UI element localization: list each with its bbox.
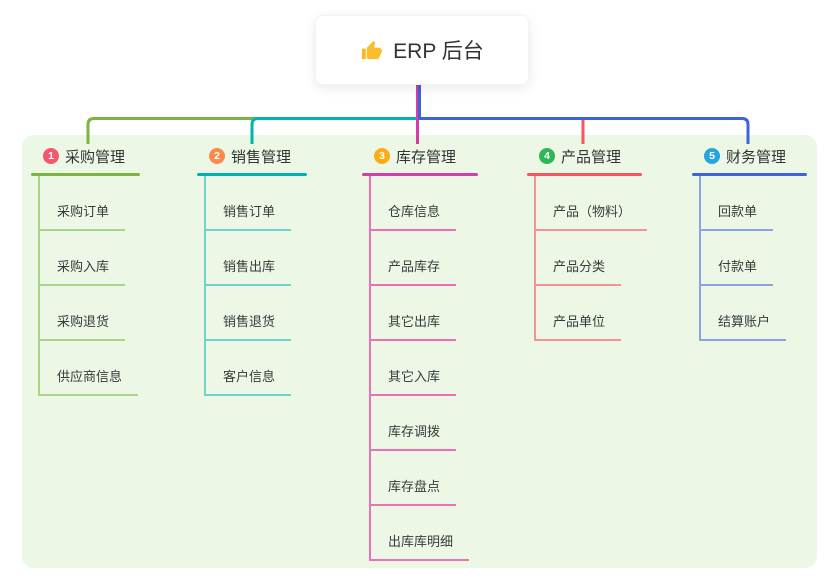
node-item[interactable]: 出库库明细 xyxy=(371,506,470,561)
node-label: 产品（物料） xyxy=(536,201,648,231)
branch-title-sales[interactable]: 2 销售管理 xyxy=(197,145,307,167)
branch-product: 4 产品管理 产品（物料） 产品分类 产品单位 xyxy=(527,145,648,341)
branch-label: 采购管理 xyxy=(65,148,126,166)
node-item[interactable]: 销售出库 xyxy=(206,231,292,286)
branch-label: 销售管理 xyxy=(231,148,292,166)
root-node-erp[interactable]: ERP 后台 xyxy=(315,15,529,85)
branch-sales: 2 销售管理 销售订单 销售出库 销售退货 客户信息 xyxy=(197,145,307,396)
badge-3: 3 xyxy=(374,148,390,164)
branch-children: 回款单 付款单 结算账户 xyxy=(699,176,787,341)
node-label: 仓库信息 xyxy=(371,201,457,231)
thumbs-up-icon xyxy=(360,39,383,62)
node-item[interactable]: 其它出库 xyxy=(371,286,469,341)
branch-label: 库存管理 xyxy=(396,148,457,166)
branch-underline xyxy=(692,173,807,176)
node-label: 采购订单 xyxy=(40,201,126,231)
node-label: 产品库存 xyxy=(371,256,457,286)
branch-children: 仓库信息 产品库存 其它出库 其它入库 库存调拨 库存盘点 出库库明细 xyxy=(369,176,470,561)
branch-inventory: 3 库存管理 仓库信息 产品库存 其它出库 其它入库 库存调拨 库存盘点 出库库… xyxy=(362,145,478,561)
branch-title-inventory[interactable]: 3 库存管理 xyxy=(362,145,478,167)
branch-underline xyxy=(197,173,307,176)
branch-title-finance[interactable]: 5 财务管理 xyxy=(692,145,807,167)
node-label: 销售出库 xyxy=(206,256,292,286)
branch-title-product[interactable]: 4 产品管理 xyxy=(527,145,642,167)
node-label: 回款单 xyxy=(701,201,774,231)
branch-title-purchase[interactable]: 1 采购管理 xyxy=(31,145,140,167)
branch-underline xyxy=(527,173,642,176)
node-item[interactable]: 产品单位 xyxy=(536,286,647,341)
node-item[interactable]: 客户信息 xyxy=(206,341,292,396)
node-label: 供应商信息 xyxy=(40,366,139,396)
node-item[interactable]: 其它入库 xyxy=(371,341,469,396)
badge-1: 1 xyxy=(43,148,59,164)
node-item[interactable]: 库存盘点 xyxy=(371,451,469,506)
node-label: 销售退货 xyxy=(206,311,292,341)
node-item[interactable]: 产品（物料） xyxy=(536,176,648,231)
branch-underline xyxy=(31,173,140,176)
badge-5: 5 xyxy=(704,148,720,164)
node-item[interactable]: 产品库存 xyxy=(371,231,469,286)
node-item[interactable]: 仓库信息 xyxy=(371,176,469,231)
branch-underline xyxy=(362,173,478,176)
branch-label: 产品管理 xyxy=(561,148,622,166)
node-label: 出库库明细 xyxy=(371,531,470,561)
node-item[interactable]: 结算账户 xyxy=(701,286,787,341)
branch-children: 产品（物料） 产品分类 产品单位 xyxy=(534,176,648,341)
node-label: 销售订单 xyxy=(206,201,292,231)
node-label: 其它出库 xyxy=(371,311,457,341)
node-item[interactable]: 采购订单 xyxy=(40,176,138,231)
node-item[interactable]: 库存调拨 xyxy=(371,396,469,451)
node-item[interactable]: 采购入库 xyxy=(40,231,138,286)
root-node-label: ERP 后台 xyxy=(393,40,484,63)
node-label: 库存调拨 xyxy=(371,421,457,451)
branch-children: 采购订单 采购入库 采购退货 供应商信息 xyxy=(38,176,139,396)
branch-children: 销售订单 销售出库 销售退货 客户信息 xyxy=(204,176,292,396)
node-label: 其它入库 xyxy=(371,366,457,396)
node-label: 付款单 xyxy=(701,256,774,286)
node-item[interactable]: 回款单 xyxy=(701,176,786,231)
node-label: 库存盘点 xyxy=(371,476,457,506)
badge-4: 4 xyxy=(539,148,555,164)
node-item[interactable]: 销售订单 xyxy=(206,176,292,231)
node-label: 采购入库 xyxy=(40,256,126,286)
branch-purchase: 1 采购管理 采购订单 采购入库 采购退货 供应商信息 xyxy=(31,145,140,396)
branch-label: 财务管理 xyxy=(726,148,787,166)
mindmap-panel xyxy=(22,135,817,568)
node-item[interactable]: 销售退货 xyxy=(206,286,292,341)
node-label: 产品分类 xyxy=(536,256,622,286)
node-item[interactable]: 产品分类 xyxy=(536,231,647,286)
node-item[interactable]: 供应商信息 xyxy=(40,341,139,396)
node-label: 结算账户 xyxy=(701,311,787,341)
node-item[interactable]: 付款单 xyxy=(701,231,786,286)
node-item[interactable]: 采购退货 xyxy=(40,286,138,341)
branch-finance: 5 财务管理 回款单 付款单 结算账户 xyxy=(692,145,807,341)
node-label: 客户信息 xyxy=(206,366,292,396)
badge-2: 2 xyxy=(209,148,225,164)
node-label: 产品单位 xyxy=(536,311,622,341)
node-label: 采购退货 xyxy=(40,311,126,341)
